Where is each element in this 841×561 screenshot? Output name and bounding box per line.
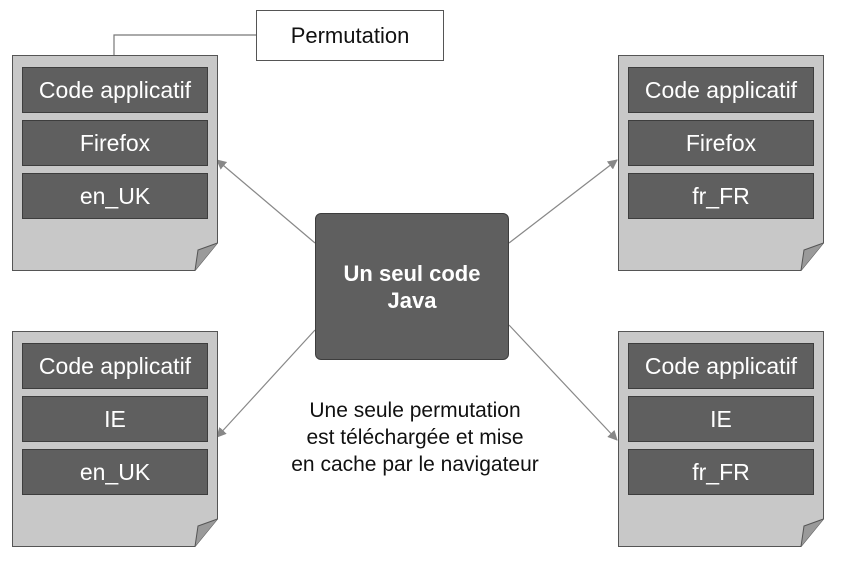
- arrow-to-top-left: [216, 159, 316, 244]
- code-label: Code applicatif: [628, 67, 814, 113]
- locale-label: en_UK: [22, 449, 208, 495]
- java-source-box: Un seul code Java: [315, 213, 509, 360]
- permutation-document-bottom-left: Code applicatif IE en_UK: [12, 331, 218, 547]
- center-line-1: Un seul code: [343, 260, 481, 286]
- caption-text: Une seule permutation est téléchargée et…: [260, 397, 570, 478]
- permutation-document-top-left: Code applicatif Firefox en_UK: [12, 55, 218, 271]
- callout-connector: [113, 34, 256, 55]
- caption-line-3: en cache par le navigateur: [291, 453, 539, 476]
- permutation-document-bottom-right: Code applicatif IE fr_FR: [618, 331, 824, 547]
- code-label: Code applicatif: [22, 343, 208, 389]
- permutation-document-top-right: Code applicatif Firefox fr_FR: [618, 55, 824, 271]
- browser-label: Firefox: [22, 120, 208, 166]
- browser-label: IE: [22, 396, 208, 442]
- locale-label: fr_FR: [628, 173, 814, 219]
- code-label: Code applicatif: [628, 343, 814, 389]
- code-label: Code applicatif: [22, 67, 208, 113]
- permutation-callout: Permutation: [256, 10, 444, 61]
- caption-line-1: Une seule permutation: [309, 399, 521, 422]
- arrow-to-bottom-left: [216, 329, 316, 438]
- browser-label: IE: [628, 396, 814, 442]
- arrow-to-top-right: [508, 159, 618, 244]
- arrow-to-bottom-right: [508, 324, 618, 441]
- caption-line-2: est téléchargée et mise: [306, 426, 524, 449]
- locale-label: fr_FR: [628, 449, 814, 495]
- locale-label: en_UK: [22, 173, 208, 219]
- browser-label: Firefox: [628, 120, 814, 166]
- center-line-2: Java: [387, 287, 437, 313]
